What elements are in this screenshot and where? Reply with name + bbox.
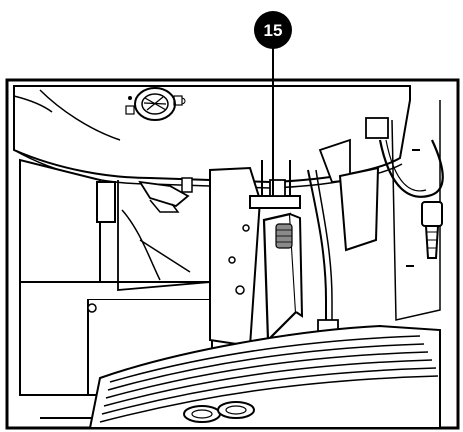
callout-number: 15 [264, 21, 283, 40]
steam-hose [378, 139, 444, 198]
spout-bracket-top [261, 160, 291, 196]
steam-nozzle [421, 201, 443, 259]
upper-panel-curve [39, 89, 121, 141]
right-clip [365, 117, 389, 139]
left-hood-lip [13, 95, 53, 113]
spout-lever-side [289, 213, 304, 318]
cup-ring-right [217, 401, 255, 419]
cup-icon-small [125, 96, 135, 115]
right-panel [338, 166, 380, 252]
cup-ring-left [183, 405, 221, 423]
water-pipe [307, 169, 327, 326]
plate-hole-3 [228, 256, 236, 264]
drip-tray-grid [99, 335, 439, 423]
interior-rail [121, 209, 161, 281]
plate-hole-2 [242, 224, 250, 232]
callout-badge: 15 [254, 11, 292, 49]
lever-grip [275, 223, 293, 249]
water-pipe-inner [315, 169, 333, 326]
drip-tray [88, 324, 441, 429]
plate-hole-1 [235, 285, 245, 295]
latch-piece [138, 180, 190, 208]
left-slot [96, 181, 116, 223]
left-body [19, 158, 101, 301]
selector-knob [134, 87, 176, 121]
steam-hose-inner [385, 139, 427, 192]
spout-bracket [249, 195, 301, 209]
interior-tab [181, 177, 193, 193]
interior-rail-2 [139, 239, 191, 273]
cup-icon-large [173, 95, 186, 106]
latch-piece-2 [149, 199, 180, 213]
container-screw [87, 303, 97, 313]
mounting-plate [209, 166, 262, 348]
